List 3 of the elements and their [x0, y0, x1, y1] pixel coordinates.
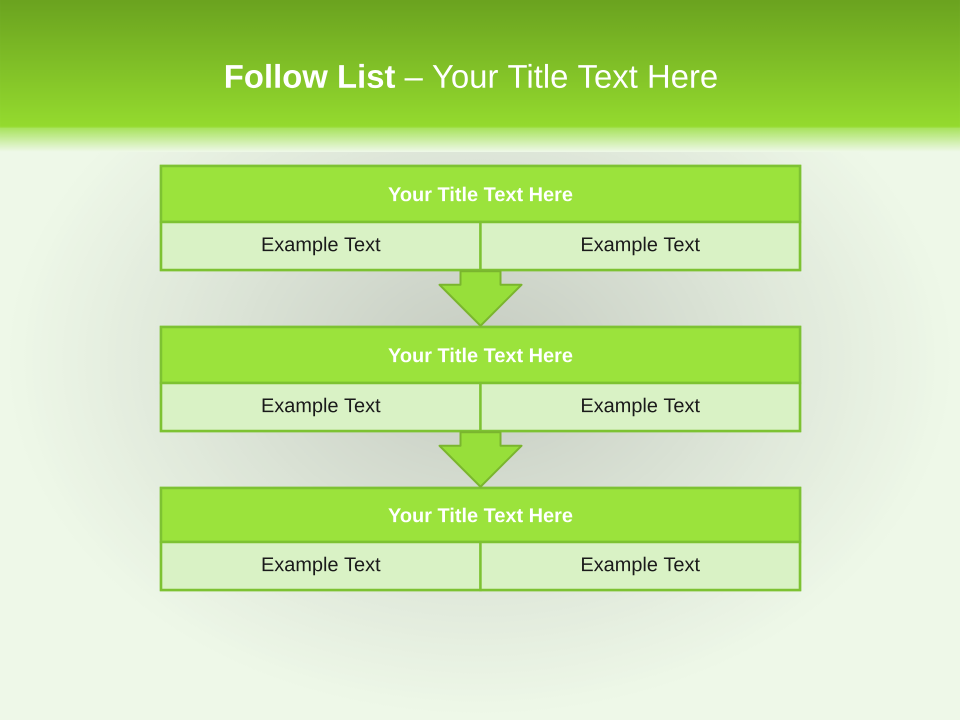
slide-title: Follow List – Your Title Text Here	[226, 64, 717, 88]
arrow	[438, 431, 522, 488]
arrow	[438, 270, 522, 327]
